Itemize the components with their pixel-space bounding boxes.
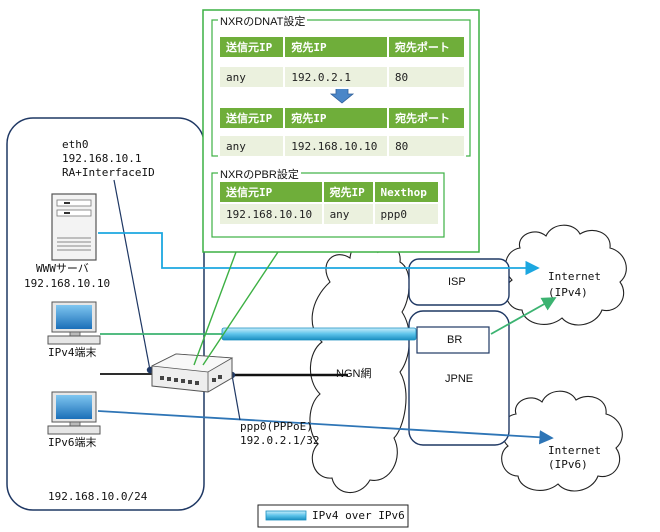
dnat-before-dst: 192.0.2.1 (283, 65, 389, 89)
ipv4-over-ipv6-tunnel (221, 327, 417, 341)
dnat-header-src: 送信元IP (217, 35, 286, 59)
dnat-translate-arrow-icon (329, 87, 355, 104)
pbr-title: NXRのPBR設定 (218, 166, 301, 182)
internet-ipv6-cloud (501, 390, 623, 492)
pbr-row-src: 192.168.10.10 (218, 202, 324, 226)
dnat-after-header-src: 送信元IP (217, 106, 286, 130)
eth0-pointer-line (113, 179, 151, 371)
lan-subnet-label: 192.168.10.0/24 (48, 490, 148, 503)
ipv6-terminal-label: IPv6端末 (48, 436, 97, 449)
eth0-label: eth0 (62, 138, 89, 151)
legend-tunnel-label: IPv4 over IPv6 (312, 509, 405, 522)
legend-tunnel-swatch (265, 510, 307, 521)
ipv4-from-br-line (490, 297, 557, 335)
pbr-header-src: 送信元IP (218, 180, 324, 204)
www-ipv4-path (98, 232, 540, 276)
ngn-label: NGN網 (336, 368, 372, 380)
config-leader-right (202, 251, 279, 366)
ipv4-terminal-label: IPv4端末 (48, 346, 97, 359)
pbr-table: 送信元IP 宛先IP Nexthop 192.168.10.10 any ppp… (218, 180, 440, 226)
legend-box (257, 504, 409, 528)
dnat-after-header-dst: 宛先IP (283, 106, 390, 130)
ipv4-terminal-icon (47, 301, 101, 345)
pbr-header-dst: 宛先IP (321, 180, 375, 204)
ppp0-ip-label: 192.0.2.1/32 (240, 434, 320, 447)
dnat-header-port: 宛先ポート (386, 35, 467, 59)
ipv6-terminal-icon (47, 391, 101, 435)
ipv6-path-line (97, 410, 554, 445)
dnat-after-port: 80 (387, 134, 466, 158)
br-box (416, 326, 490, 354)
isp-label: ISP (448, 276, 466, 288)
internet-ipv4-label: Internet (548, 270, 601, 283)
dnat-before-src: any (217, 65, 286, 89)
dnat-after-dst: 192.168.10.10 (283, 134, 390, 158)
eth0-ra-label: RA+InterfaceID (62, 166, 155, 179)
eth0-ip-label: 192.168.10.1 (62, 152, 142, 165)
pbr-row-dst: any (321, 202, 375, 226)
config-leader-left (193, 251, 237, 366)
dnat-before-port: 80 (386, 65, 467, 89)
br-label: BR (447, 334, 463, 346)
dnat-after-header-port: 宛先ポート (387, 106, 466, 130)
internet-ipv6-label: Internet (548, 444, 601, 457)
nxr-router-icon (150, 353, 234, 393)
dnat-title: NXRのDNAT設定 (218, 13, 308, 29)
www-server-ip-label: 192.168.10.10 (24, 277, 111, 290)
isp-box (408, 258, 510, 306)
pbr-header-nexthop: Nexthop (372, 180, 440, 204)
www-server-label: WWWサーバ (36, 262, 89, 275)
internet-ipv6-sub-label: (IPv6) (548, 458, 588, 471)
ppp0-label: ppp0(PPPoE) (240, 420, 313, 433)
dnat-table-before: 送信元IP 宛先IP 宛先ポート any 192.0.2.1 80 (217, 35, 467, 89)
www-server-icon (51, 193, 97, 261)
dnat-header-dst: 宛先IP (283, 35, 389, 59)
jpne-label: JPNE (445, 373, 474, 385)
internet-ipv4-sub-label: (IPv4) (548, 286, 588, 299)
ppp0-pointer-line (231, 374, 241, 421)
dnat-after-src: any (217, 134, 286, 158)
dnat-table-after: 送信元IP 宛先IP 宛先ポート any 192.168.10.10 80 (217, 106, 466, 158)
pbr-row-nexthop: ppp0 (372, 202, 440, 226)
